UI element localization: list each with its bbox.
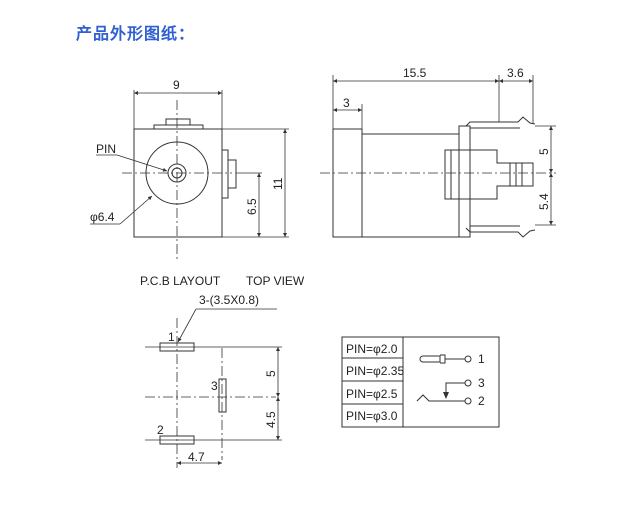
pin-row: PIN=φ2.35 xyxy=(346,364,404,378)
dim-center-height: 6.5 xyxy=(245,198,259,215)
terminal-label: 3 xyxy=(478,376,485,390)
dim-width: 9 xyxy=(173,78,180,92)
diameter-label: φ6.4 xyxy=(90,210,115,224)
pad-spec: 3-(3.5X0.8) xyxy=(199,293,259,307)
pcb-heading: P.C.B LAYOUT xyxy=(140,274,221,288)
dim-height: 11 xyxy=(271,177,285,190)
pin-row: PIN=φ3.0 xyxy=(346,409,398,423)
pcb-layout: P.C.B LAYOUT TOP VIEW 3-(3.5X0.8) 1 2 3 … xyxy=(140,274,305,468)
side-view: 15.5 3.6 3 5 5.4 xyxy=(320,66,556,238)
page-title: 产品外形图纸： xyxy=(76,24,196,43)
pad-2-label: 2 xyxy=(157,423,164,437)
pad-3-label: 3 xyxy=(211,379,218,393)
dim-pin: 3.6 xyxy=(507,66,524,80)
dim-flange: 3 xyxy=(343,96,350,110)
jack-schematic-symbol: 1 3 2 xyxy=(416,352,485,408)
dim-lower: 5.4 xyxy=(537,193,551,210)
dim-vert-upper: 5 xyxy=(264,370,278,377)
dim-length: 15.5 xyxy=(403,66,427,80)
dim-vert-lower: 4.5 xyxy=(264,411,278,428)
pin-row: PIN=φ2.0 xyxy=(346,342,398,356)
pin-row: PIN=φ2.5 xyxy=(346,387,398,401)
terminal-label: 2 xyxy=(478,394,485,408)
pad-1-label: 1 xyxy=(168,330,175,344)
dim-horiz: 4.7 xyxy=(188,450,205,464)
pin-table: PIN=φ2.0 PIN=φ2.35 PIN=φ2.5 PIN=φ3.0 1 3… xyxy=(341,336,500,428)
pin-label: PIN xyxy=(96,142,116,156)
front-view: 9 6.5 11 PIN φ6.4 xyxy=(90,78,289,262)
dim-upper: 5 xyxy=(537,148,551,155)
pcb-view-label: TOP VIEW xyxy=(246,274,305,288)
terminal-label: 1 xyxy=(478,352,485,366)
